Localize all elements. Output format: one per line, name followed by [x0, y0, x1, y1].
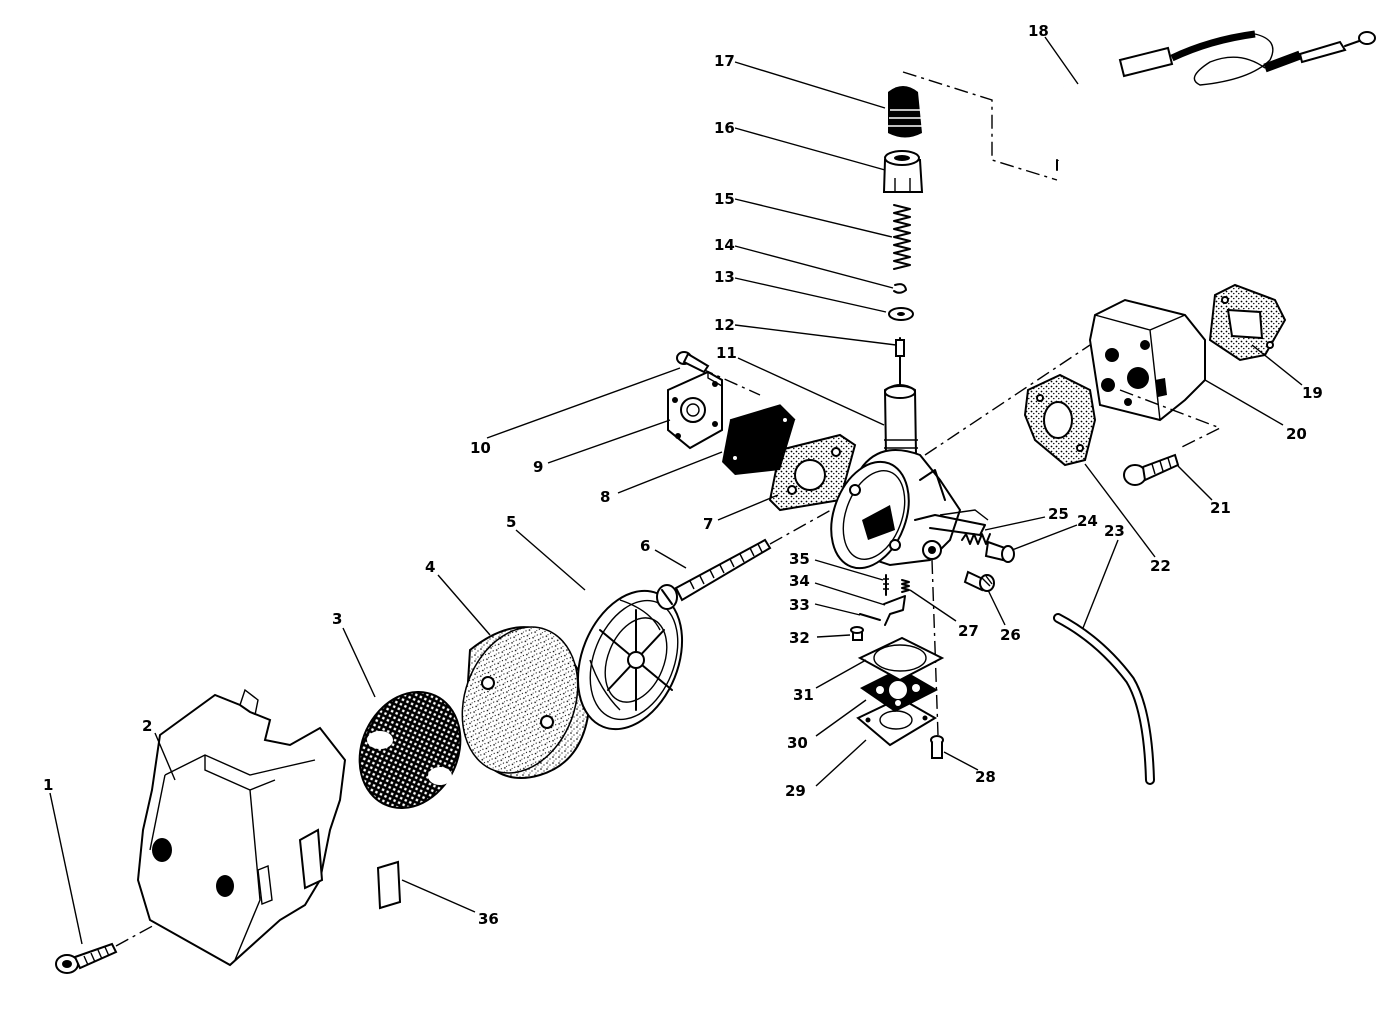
part-27-spring	[901, 579, 910, 593]
part-18-throttle-cable	[1053, 30, 1376, 171]
callout-10: 10	[470, 439, 491, 457]
part-24-25-adjust-screw	[961, 533, 1015, 563]
leader-dash-11-19	[924, 344, 1091, 456]
callout-26: 26	[1000, 626, 1021, 644]
callout-22: 22	[1150, 557, 1171, 575]
callout-15: 15	[714, 190, 735, 208]
callout-20: 20	[1286, 425, 1307, 443]
part-15-spring	[893, 204, 911, 270]
callout-8: 8	[600, 488, 610, 506]
callout-14: 14	[714, 236, 735, 254]
callout-2: 2	[142, 717, 152, 735]
callout-7: 7	[703, 515, 713, 533]
callout-27: 27	[958, 622, 979, 640]
part-9-pump-cover	[667, 370, 723, 450]
part-32-screw	[850, 626, 864, 641]
leader-dash-20-21	[1119, 389, 1222, 449]
part-28-screw	[930, 735, 944, 759]
callout-4: 4	[425, 558, 435, 576]
part-14-clip	[893, 283, 907, 294]
callout-32: 32	[789, 629, 810, 647]
callout-23: 23	[1104, 522, 1125, 540]
callout-6: 6	[640, 537, 650, 555]
part-7-gasket	[768, 433, 857, 512]
part-1-screw	[55, 942, 118, 974]
callout-34: 34	[789, 572, 810, 590]
part-26-screw	[963, 570, 995, 592]
callout-33: 33	[789, 596, 810, 614]
leader-dash-6	[769, 504, 841, 545]
callout-17: 17	[714, 52, 735, 70]
part-10-small-screw	[676, 351, 710, 374]
part-13-retainer	[888, 307, 914, 321]
part-21-bolt	[1123, 453, 1180, 486]
callout-31: 31	[793, 686, 814, 704]
part-22-gasket	[1023, 373, 1097, 467]
callout-30: 30	[787, 734, 808, 752]
callout-9: 9	[533, 458, 543, 476]
part-12-needle	[895, 337, 905, 386]
part-4-filter-element	[461, 626, 592, 779]
callout-16: 16	[714, 119, 735, 137]
callout-3: 3	[332, 610, 342, 628]
callout-29: 29	[785, 782, 806, 800]
part-8-pump-diaphragm	[722, 404, 796, 475]
callout-21: 21	[1210, 499, 1231, 517]
callout-19: 19	[1302, 384, 1323, 402]
part-19-gasket	[1208, 283, 1287, 362]
callout-numbers: 1 2 3 4 5 6 7 8 9 10 11 12 13 14 15 16 1…	[43, 22, 1323, 928]
part-36-label	[376, 860, 402, 910]
leader-dash-17-18	[902, 71, 1058, 181]
part-6-long-screw	[656, 538, 772, 610]
leader-dash-9	[699, 367, 761, 396]
part-20-adapter-block	[1088, 298, 1206, 422]
part-17-boot	[888, 86, 922, 138]
callout-24: 24	[1077, 512, 1098, 530]
part-35-needle	[883, 574, 889, 596]
part-34-lever	[883, 595, 906, 626]
part-2-air-filter-cover	[136, 688, 347, 967]
leader-dash-27	[931, 559, 939, 736]
part-16-cap	[882, 150, 924, 193]
part-33-pin	[859, 613, 881, 621]
callout-11: 11	[716, 344, 737, 362]
callout-13: 13	[714, 268, 735, 286]
part-3-screen	[358, 690, 462, 810]
callout-35: 35	[789, 550, 810, 568]
part-31-gasket	[857, 636, 945, 682]
callout-5: 5	[506, 513, 516, 531]
part-11-carburetor-body	[830, 384, 989, 570]
callout-12: 12	[714, 316, 735, 334]
callout-36: 36	[478, 910, 499, 928]
callout-1: 1	[43, 776, 53, 794]
part-23-fuel-line	[1053, 613, 1155, 785]
callout-28: 28	[975, 768, 996, 786]
callout-25: 25	[1048, 505, 1069, 523]
leader-lines	[49, 36, 1303, 945]
callout-18: 18	[1028, 22, 1049, 40]
part-5-base-plate	[576, 589, 684, 731]
